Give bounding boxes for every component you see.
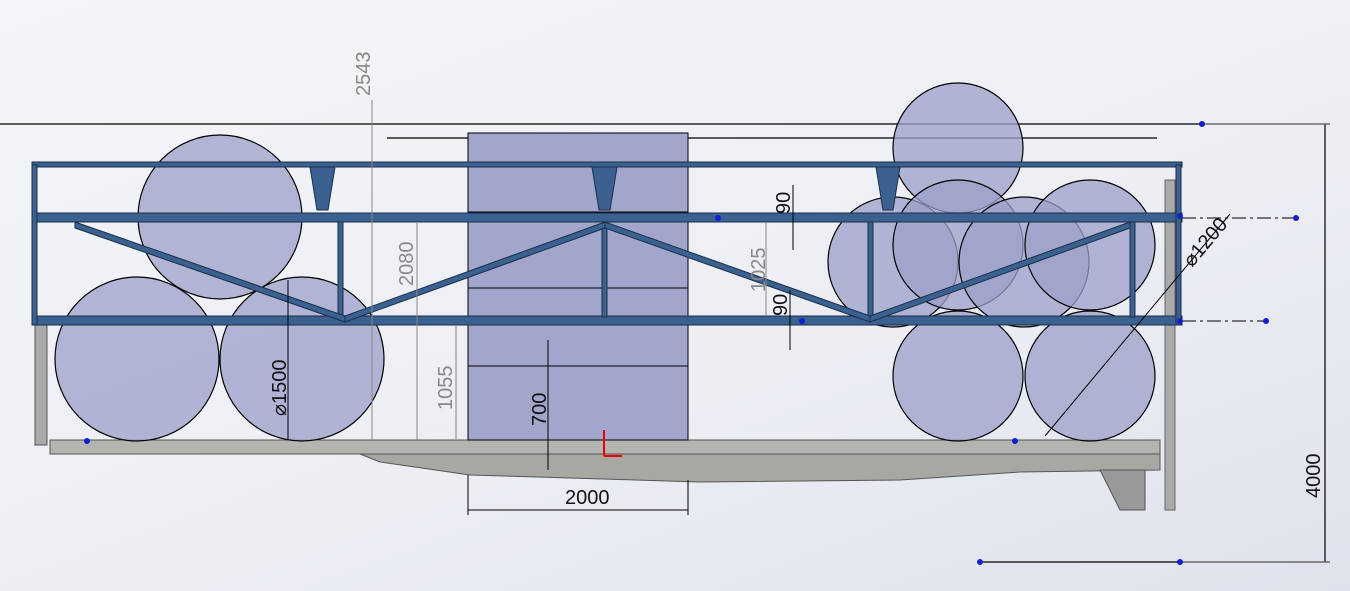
dim-rack-height[interactable]: 2080 [396,242,418,287]
trailer-chassis [34,179,1176,511]
origin-axes-icon [603,430,622,457]
dim-overall-height[interactable]: 4000 [1303,454,1325,499]
dim-beam-spacing[interactable]: 1025 [748,248,770,293]
dimension-lines [371,100,767,440]
cargo-box [467,132,689,441]
sketch-points [84,121,1299,565]
dimension-lines-dark [287,185,1296,515]
roll-large [54,276,220,442]
dim-small-roll-dia[interactable]: ⌀1200 [1179,214,1232,271]
roll-small [1024,310,1156,442]
dim-box-width[interactable]: 2000 [565,487,610,509]
dim-beam-bottom[interactable]: 90 [770,294,792,316]
dim-box-base[interactable]: 700 [529,393,551,426]
rack-frame [31,161,1183,326]
dim-beam-top[interactable]: 90 [773,192,795,214]
dim-lower-deck[interactable]: 1055 [435,366,457,411]
roll-small [892,310,1024,442]
dim-height-top[interactable]: 2543 [353,52,375,97]
dim-large-roll-dia[interactable]: ⌀1500 [269,359,291,416]
